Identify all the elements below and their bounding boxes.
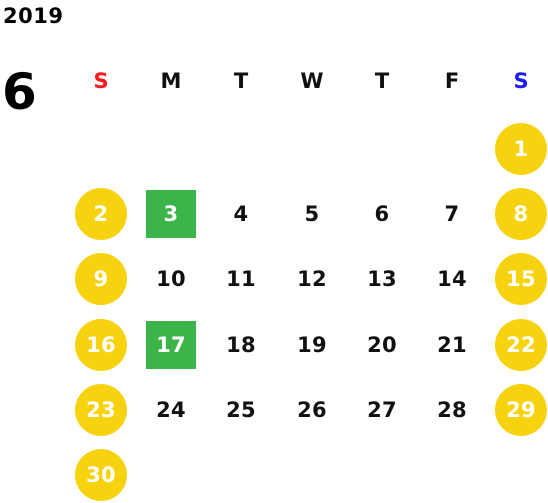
day-4[interactable]: 4 xyxy=(233,202,249,226)
day-18[interactable]: 18 xyxy=(226,333,256,357)
day-6[interactable]: 6 xyxy=(374,202,390,226)
day-1[interactable]: 1 xyxy=(495,123,547,175)
day-27[interactable]: 27 xyxy=(367,398,397,422)
weekday-sun: S xyxy=(93,69,109,93)
day-22[interactable]: 22 xyxy=(495,319,547,371)
day-20[interactable]: 20 xyxy=(367,333,397,357)
day-11[interactable]: 11 xyxy=(226,267,256,291)
day-13[interactable]: 13 xyxy=(367,267,397,291)
weekday-wed: W xyxy=(300,69,324,93)
day-7[interactable]: 7 xyxy=(444,202,460,226)
weekday-sat: S xyxy=(513,69,529,93)
weekday-fri: F xyxy=(444,69,460,93)
day-25[interactable]: 25 xyxy=(226,398,256,422)
day-30[interactable]: 30 xyxy=(75,449,127,501)
day-5[interactable]: 5 xyxy=(304,202,320,226)
weekday-thu: T xyxy=(374,69,390,93)
day-15[interactable]: 15 xyxy=(495,253,547,305)
day-10[interactable]: 10 xyxy=(156,267,186,291)
year-label: 2019 xyxy=(3,4,64,28)
day-12[interactable]: 12 xyxy=(297,267,327,291)
day-3[interactable]: 3 xyxy=(146,190,196,238)
day-21[interactable]: 21 xyxy=(437,333,467,357)
day-16[interactable]: 16 xyxy=(75,319,127,371)
day-8[interactable]: 8 xyxy=(495,188,547,240)
day-17[interactable]: 17 xyxy=(146,321,196,369)
day-24[interactable]: 24 xyxy=(156,398,186,422)
day-26[interactable]: 26 xyxy=(297,398,327,422)
day-14[interactable]: 14 xyxy=(437,267,467,291)
day-23[interactable]: 23 xyxy=(75,384,127,436)
day-28[interactable]: 28 xyxy=(437,398,467,422)
weekday-mon: M xyxy=(160,69,182,93)
month-number: 6 xyxy=(2,63,37,121)
day-9[interactable]: 9 xyxy=(75,253,127,305)
day-29[interactable]: 29 xyxy=(495,384,547,436)
day-19[interactable]: 19 xyxy=(297,333,327,357)
weekday-tue: T xyxy=(233,69,249,93)
day-2[interactable]: 2 xyxy=(75,188,127,240)
